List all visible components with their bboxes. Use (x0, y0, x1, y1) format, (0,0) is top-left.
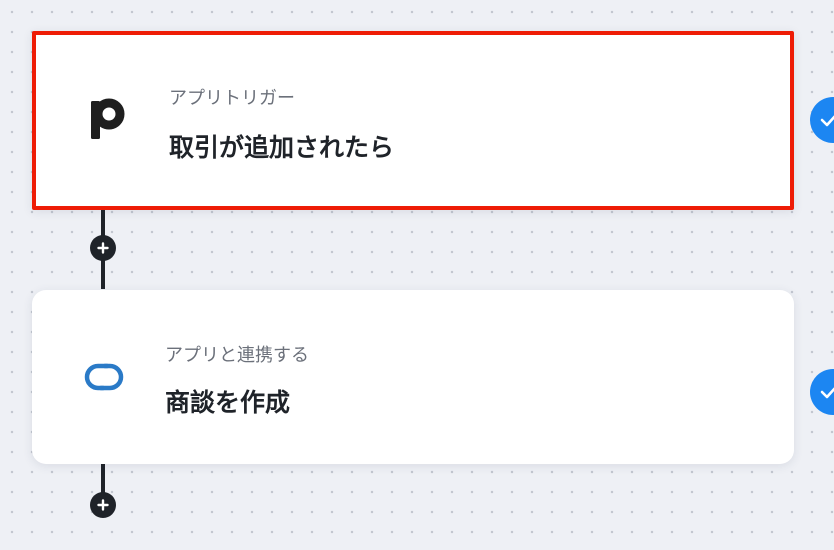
step-title: 商談を作成 (165, 388, 291, 417)
pipedrive-logo-icon (80, 91, 136, 147)
add-step-button[interactable] (90, 492, 116, 518)
step-title: 取引が追加されたら (169, 133, 395, 162)
zoho-crm-logo-icon (76, 349, 132, 405)
check-icon (820, 115, 834, 127)
flow-connector-bottom (101, 463, 105, 503)
step-status-check (810, 369, 834, 415)
flow-step-trigger-card[interactable]: アプリトリガー 取引が追加されたら (32, 31, 794, 210)
plus-icon (97, 499, 109, 511)
add-step-button[interactable] (90, 235, 116, 261)
step-kind-label: アプリトリガー (169, 88, 295, 109)
plus-icon (97, 242, 109, 254)
check-icon (820, 387, 834, 399)
flow-step-action-card[interactable]: アプリと連携する 商談を作成 (32, 290, 794, 464)
step-status-check (810, 97, 834, 143)
step-kind-label: アプリと連携する (165, 345, 309, 366)
